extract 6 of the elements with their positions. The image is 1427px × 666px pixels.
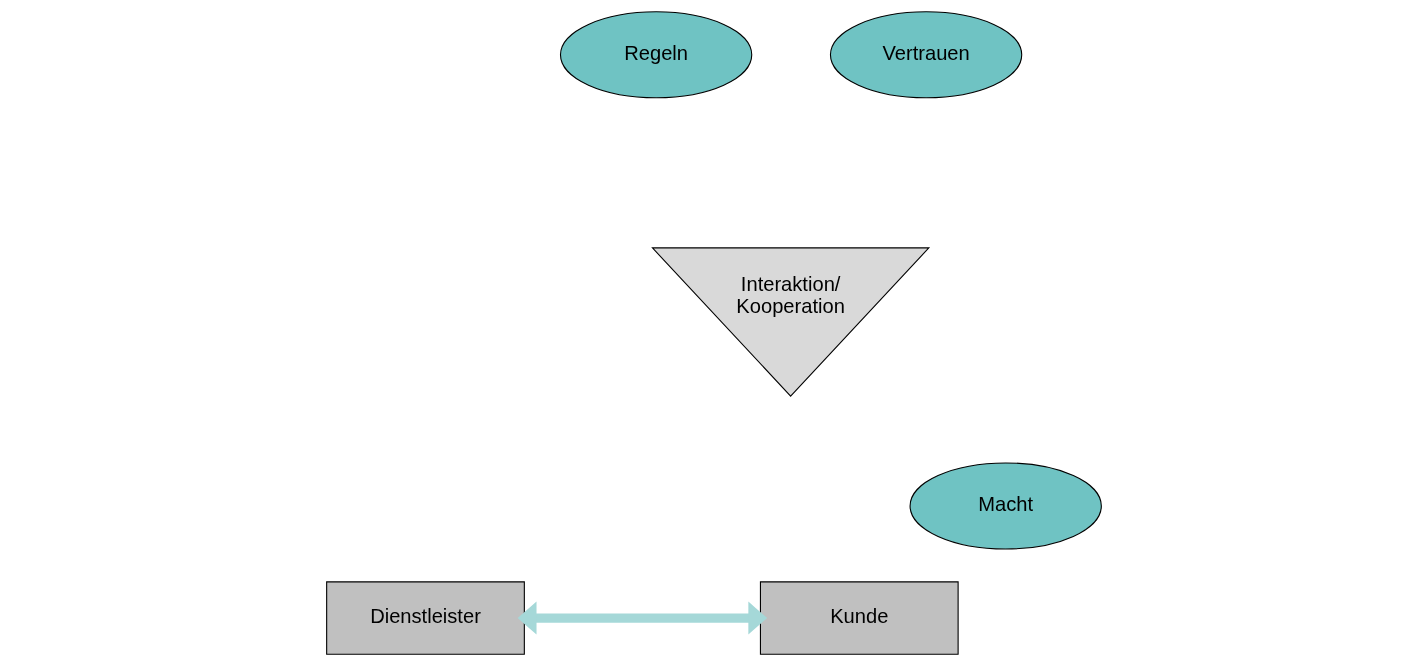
node-ellipse: Vertrauen [829,11,1022,99]
node-box: Dienstleister [325,581,525,655]
node-box: Kunde [759,581,959,655]
node-ellipse: Macht [909,462,1102,550]
node-ellipse: Regeln [559,11,752,99]
arrow [517,601,767,635]
